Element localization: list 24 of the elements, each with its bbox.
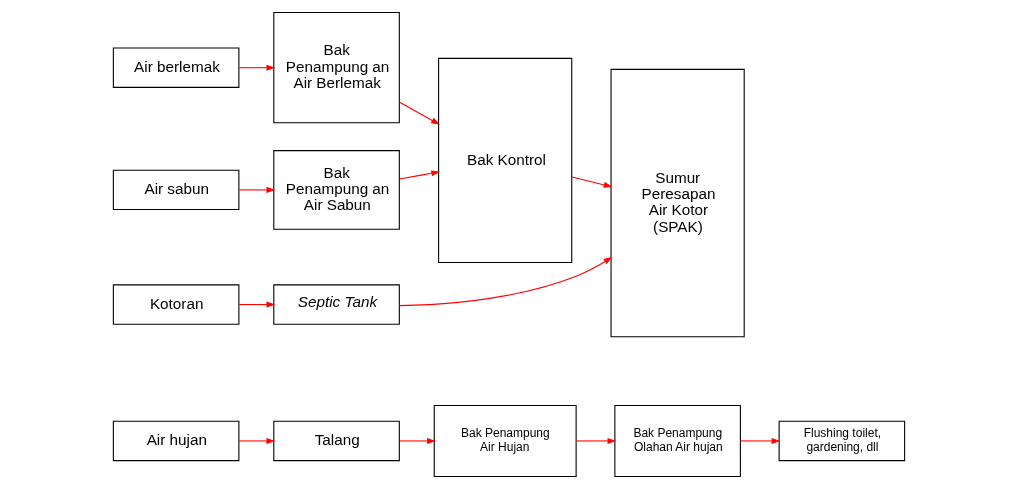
arrow bbox=[238, 186, 276, 193]
node-box: Sumur Peresapan Air Kotor (SPAK) bbox=[610, 68, 745, 338]
node-box: Air berlemak bbox=[112, 47, 240, 88]
node-box: Bak Penampung Olahan Air hujan bbox=[614, 404, 741, 477]
arrow bbox=[739, 437, 781, 444]
arrow bbox=[398, 256, 613, 307]
node-box: Kotoran bbox=[112, 284, 240, 325]
node-box: Bak Penampung an Air Sabun bbox=[273, 150, 400, 230]
arrow bbox=[571, 176, 613, 188]
node-box: Bak Penampung an Air Berlemak bbox=[273, 12, 400, 124]
arrow bbox=[238, 437, 276, 444]
arrow bbox=[399, 170, 441, 180]
node-box: Air hujan bbox=[112, 420, 240, 462]
arrow bbox=[238, 64, 276, 71]
node-box: Talang bbox=[273, 420, 400, 462]
node-box: Septic Tank bbox=[273, 284, 400, 325]
node-box: Air sabun bbox=[112, 169, 240, 211]
node-box: Bak Penampung Air Hujan bbox=[433, 404, 577, 477]
arrow bbox=[399, 437, 436, 444]
arrow bbox=[575, 437, 617, 444]
node-box: Bak Kontrol bbox=[438, 57, 573, 264]
arrow bbox=[238, 301, 276, 308]
arrow bbox=[399, 101, 440, 125]
node-box: Flushing toilet, gardening, dll bbox=[778, 420, 906, 462]
